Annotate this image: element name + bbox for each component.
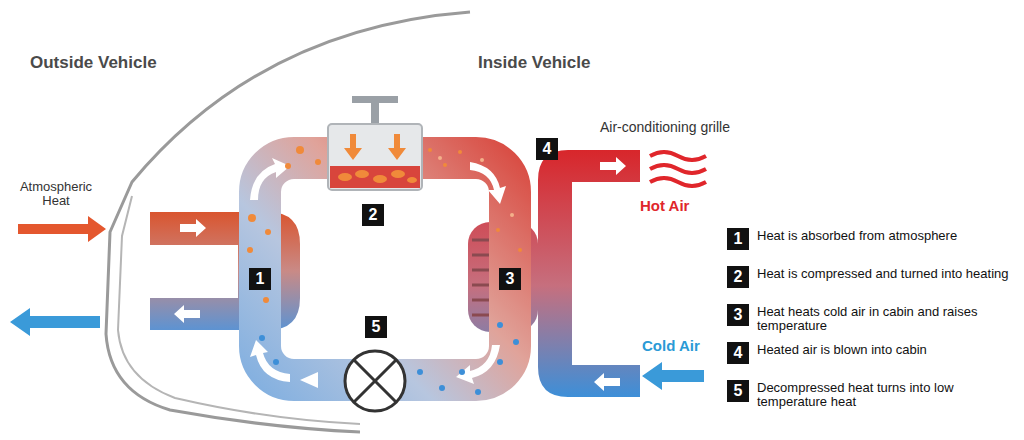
callout-number: 2 [362, 204, 384, 226]
flow-arrow [600, 157, 626, 175]
exhaust-air-arrow [10, 308, 100, 336]
callout-text: 3 [506, 270, 515, 287]
expansion-valve [345, 351, 405, 411]
cabin-air-duct [538, 150, 640, 397]
grille-label: Air-conditioning grille [600, 120, 810, 135]
callout-text: 2 [369, 206, 378, 223]
flow-arrow [174, 305, 200, 323]
flow-arrow [594, 373, 620, 391]
callout-number: 4 [727, 342, 749, 364]
callout-text: 1 [734, 230, 743, 247]
callout-text: 3 [734, 306, 743, 323]
callout-text: 5 [372, 318, 381, 335]
callout-number: 2 [727, 266, 749, 288]
callout-text: 4 [543, 140, 552, 157]
region-title: Outside Vehicle [30, 54, 250, 73]
legend-description: Heat is compressed and turned into heati… [757, 267, 1019, 281]
hot-air-waves [650, 152, 706, 186]
compressor [328, 96, 422, 190]
region-title: Inside Vehicle [478, 54, 698, 73]
flow-arrow [180, 219, 206, 237]
legend-description: Heat is absorbed from atmosphere [757, 229, 1019, 243]
callout-text: 1 [256, 270, 265, 287]
callout-text: 2 [734, 268, 743, 285]
callout-number: 1 [249, 268, 271, 290]
cold-air-arrow [642, 362, 704, 390]
callout-text: 5 [734, 382, 743, 399]
air-label: Cold Air [642, 338, 752, 355]
air-label: Hot Air [640, 198, 750, 215]
legend-description: Heat heats cold air in cabin and raises … [757, 305, 1019, 334]
callout-number: 1 [727, 228, 749, 250]
atmospheric-heat-arrow [18, 216, 106, 242]
callout-number: 3 [727, 304, 749, 326]
callout-number: 3 [499, 268, 521, 290]
callout-number: 4 [536, 138, 558, 160]
legend-description: Heated air is blown into cabin [757, 343, 1019, 357]
air-label: Atmospheric Heat [8, 180, 104, 209]
callout-number: 5 [727, 380, 749, 402]
callout-number: 5 [365, 316, 387, 338]
exchanger-fins [472, 240, 490, 315]
callout-text: 4 [734, 344, 743, 361]
legend-description: Decompressed heat turns into low tempera… [757, 381, 1019, 410]
refrigerant-loop [260, 158, 510, 380]
